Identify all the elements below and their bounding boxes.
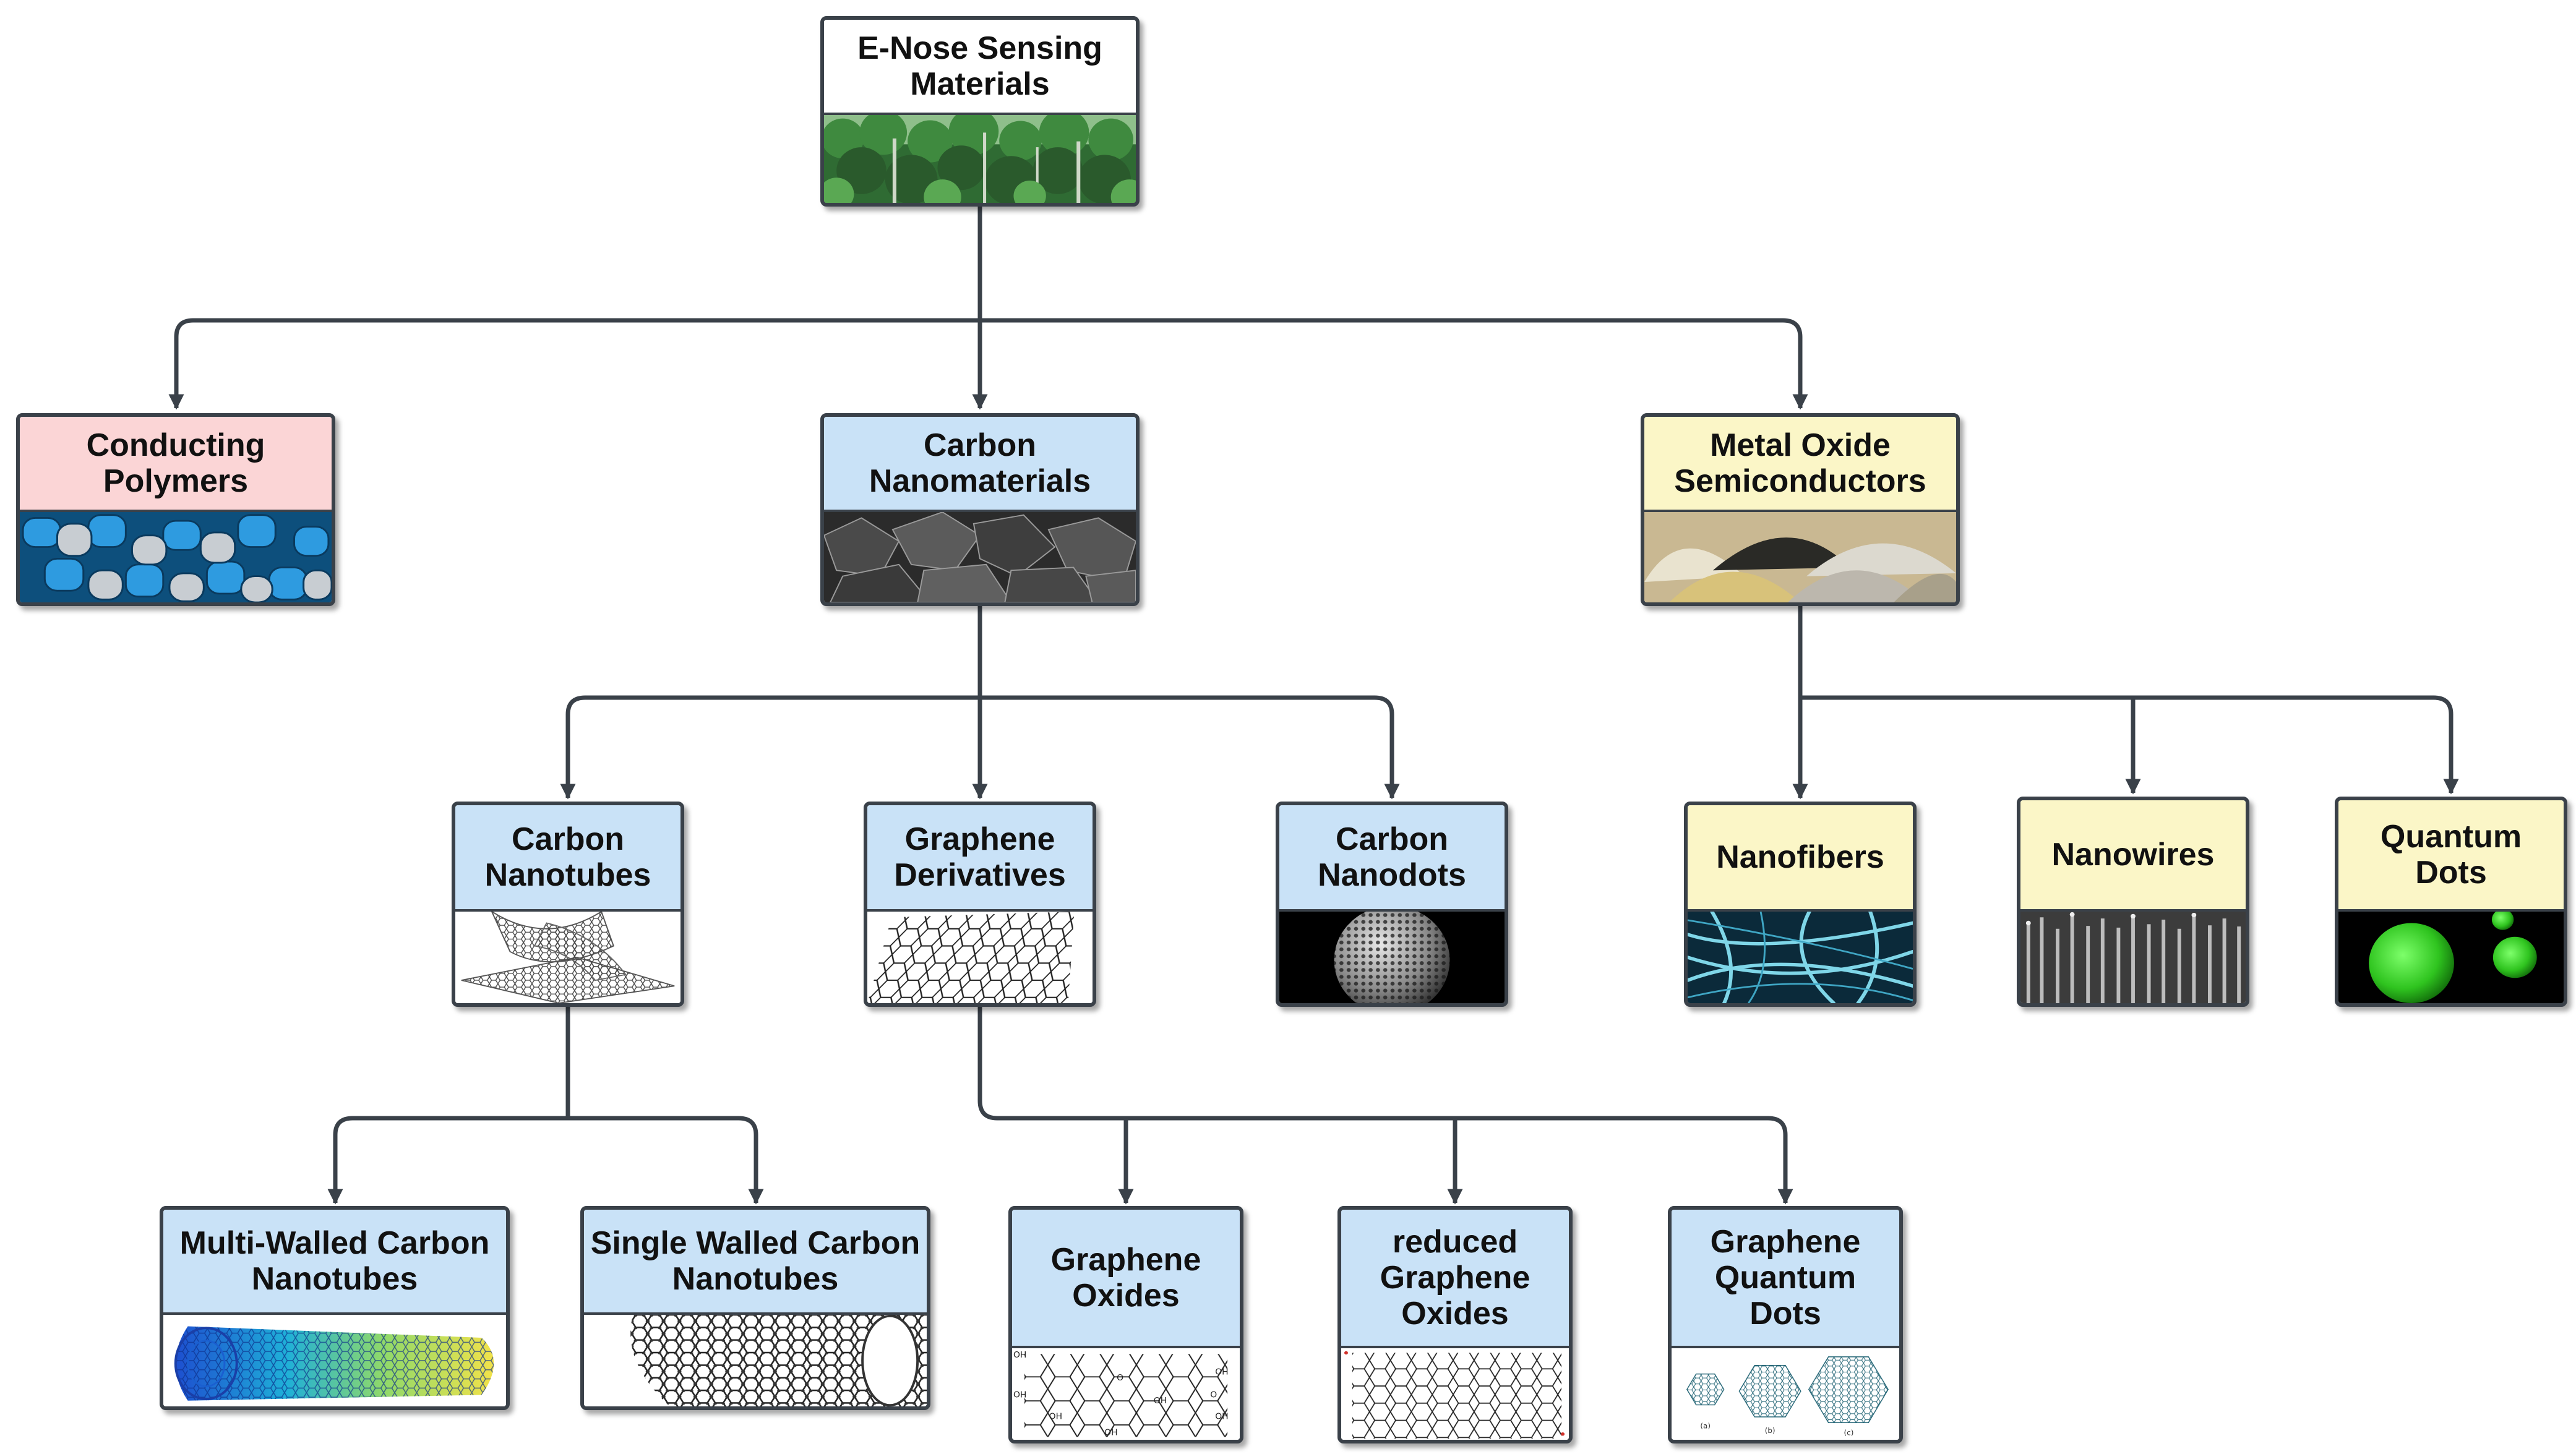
node-label: reduced Graphene Oxides (1341, 1210, 1569, 1346)
node-reduced-graphene-oxides: reduced Graphene Oxides (1337, 1206, 1573, 1443)
node-carbon-nanomaterials: Carbon Nanomaterials (820, 413, 1140, 606)
node-carbon-nanotubes: Carbon Nanotubes (452, 802, 684, 1007)
graphene-oxide-structure-image: OH OH OH O O OH OH OH OH (1012, 1346, 1240, 1440)
reduced-graphene-structure-image (1341, 1346, 1569, 1440)
node-quantum-dots: Quantum Dots (2335, 797, 2567, 1007)
node-single-walled-cnt: Single Walled Carbon Nanotubes (580, 1206, 930, 1410)
go-label-1: OH (1013, 1351, 1026, 1359)
go-label-2: OH (1013, 1391, 1026, 1400)
go-label-9: OH (1049, 1413, 1062, 1421)
node-carbon-nanodots: Carbon Nanodots (1276, 802, 1508, 1007)
node-label: Quantum Dots (2338, 800, 2564, 909)
node-label: Graphene Oxides (1012, 1210, 1240, 1346)
node-label: Carbon Nanomaterials (824, 417, 1136, 510)
gqd-label-a: (a) (1700, 1422, 1711, 1430)
gqd-label-b: (b) (1765, 1426, 1775, 1434)
node-graphene-quantum-dots: Graphene Quantum Dots (a) (b) (c) (1668, 1206, 1903, 1443)
singlewall-tube-image (584, 1312, 927, 1406)
wire-array-image (2020, 909, 2246, 1003)
node-root: E-Nose Sensing Materials (820, 16, 1140, 207)
go-label-3: OH (1104, 1429, 1117, 1437)
node-label: Graphene Quantum Dots (1672, 1210, 1899, 1346)
node-label: Metal Oxide Semiconductors (1644, 417, 1956, 510)
go-label-7: OH (1215, 1368, 1228, 1377)
carbon-sphere-image (1279, 909, 1505, 1003)
polymer-pellets-image (20, 510, 332, 602)
node-label: Multi-Walled Carbon Nanotubes (163, 1210, 506, 1312)
node-label: Single Walled Carbon Nanotubes (584, 1210, 927, 1312)
node-label: Nanofibers (1688, 805, 1913, 909)
fiber-mesh-image (1688, 909, 1913, 1003)
node-multi-walled-cnt: Multi-Walled Carbon Nanotubes (160, 1206, 510, 1410)
connector-metal-bus (1800, 695, 2454, 793)
go-label-5: O (1210, 1391, 1217, 1400)
connector-cnt-bus (333, 1116, 758, 1203)
node-label: Conducting Polymers (20, 417, 332, 510)
connector-root-bus (174, 318, 1803, 408)
node-label: Carbon Nanodots (1279, 805, 1505, 909)
graphene-dots-image: (a) (b) (c) (1672, 1346, 1899, 1440)
node-label: E-Nose Sensing Materials (824, 20, 1136, 113)
gqd-label-c: (c) (1844, 1429, 1854, 1437)
node-nanowires: Nanowires (2017, 797, 2249, 1007)
forest-image (824, 113, 1136, 203)
node-graphene-oxides: Graphene Oxides OH OH OH O O OH OH (1008, 1206, 1243, 1443)
green-spheres-image (2338, 909, 2564, 1003)
nanotube-sheet-image (455, 909, 680, 1003)
go-label-6: OH (1154, 1396, 1167, 1405)
hexagon-lattice-image (867, 909, 1093, 1003)
node-nanofibers: Nanofibers (1684, 802, 1917, 1007)
multiwall-tube-image (163, 1312, 506, 1406)
node-graphene-derivatives: Graphene Derivatives (864, 802, 1096, 1007)
node-label: Carbon Nanotubes (455, 805, 680, 909)
oxide-powders-image (1644, 510, 1956, 602)
node-conducting-polymers: Conducting Polymers (16, 413, 335, 606)
node-label: Nanowires (2020, 800, 2246, 909)
go-label-4: O (1117, 1374, 1123, 1382)
connector-graphene-bus (977, 1007, 1788, 1203)
coal-image (824, 510, 1136, 602)
node-metal-oxide-semiconductors: Metal Oxide Semiconductors (1641, 413, 1960, 606)
go-label-8: OH (1215, 1413, 1228, 1421)
node-label: Graphene Derivatives (867, 805, 1093, 909)
